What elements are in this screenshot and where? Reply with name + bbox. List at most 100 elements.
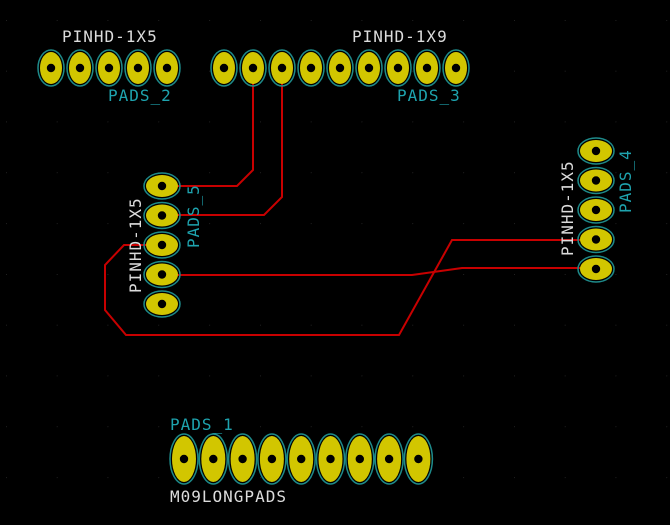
pad-3[interactable] <box>143 231 181 259</box>
drill-hole <box>157 240 167 250</box>
drill-hole <box>591 176 601 185</box>
pad-2[interactable] <box>239 49 267 87</box>
pad-7[interactable] <box>384 49 412 87</box>
pad-2[interactable] <box>66 49 94 87</box>
pad-outline <box>577 137 615 165</box>
footprint-pads-4[interactable]: PINHD-1X5 PADS_4 <box>558 137 635 283</box>
pad-outline <box>286 433 316 485</box>
pad-outline <box>153 49 181 87</box>
drill-hole <box>335 63 345 73</box>
track-1[interactable] <box>162 68 254 187</box>
pad-3[interactable] <box>95 49 123 87</box>
pad-outline <box>297 49 325 87</box>
pad-3[interactable] <box>268 49 296 87</box>
track-3[interactable] <box>104 239 597 336</box>
drill-hole <box>157 299 167 309</box>
footprint-pads-5[interactable]: PINHD-1X5 PADS_5 <box>126 172 203 318</box>
pad-outline <box>210 49 238 87</box>
pad-1[interactable] <box>143 172 181 200</box>
pad-6[interactable] <box>315 433 346 485</box>
drill-hole <box>75 63 85 73</box>
pad-outline <box>355 49 383 87</box>
pad-4[interactable] <box>577 225 615 254</box>
pad-8[interactable] <box>413 49 441 87</box>
pad-2[interactable] <box>143 201 181 230</box>
footprint-reference-label: PADS_4 <box>616 149 635 213</box>
pad-outline <box>143 172 181 200</box>
pad-outline <box>442 49 470 87</box>
footprint-pads-3[interactable]: PINHD-1X9 PADS_3 <box>210 27 470 105</box>
pad-outline <box>577 225 615 254</box>
drill-hole <box>209 454 218 464</box>
track-layer <box>104 68 597 336</box>
pad-outline <box>384 49 412 87</box>
footprint-value-label: PINHD-1X5 <box>126 197 145 293</box>
pad-row <box>143 172 181 318</box>
drill-hole <box>157 211 167 220</box>
drill-hole <box>238 454 247 464</box>
pad-outline <box>326 49 354 87</box>
pad-5[interactable] <box>143 290 181 318</box>
footprint-reference-label: PADS_1 <box>170 415 234 434</box>
pad-3[interactable] <box>577 196 615 224</box>
drill-hole <box>364 63 374 73</box>
pad-outline <box>345 433 375 485</box>
pad-8[interactable] <box>374 433 404 485</box>
drill-hole <box>219 63 229 73</box>
drill-hole <box>355 454 364 464</box>
pad-3[interactable] <box>227 433 258 485</box>
pad-4[interactable] <box>257 433 287 485</box>
pad-1[interactable] <box>210 49 238 87</box>
footprint-value-label: PINHD-1X5 <box>558 160 577 256</box>
footprint-pads-1[interactable]: PADS_1 M09LONGPADS <box>169 415 434 506</box>
pad-outline <box>239 49 267 87</box>
footprint-value-label: PINHD-1X9 <box>352 27 448 46</box>
drill-hole <box>414 454 423 464</box>
pad-1[interactable] <box>169 433 199 485</box>
pad-9[interactable] <box>403 433 434 485</box>
pad-outline <box>169 433 199 485</box>
pad-1[interactable] <box>37 49 65 87</box>
drill-hole <box>104 63 114 73</box>
pad-1[interactable] <box>577 137 615 165</box>
pad-9[interactable] <box>442 49 470 87</box>
pad-outline <box>577 196 615 224</box>
drill-hole <box>306 63 316 73</box>
pad-outline <box>403 433 434 485</box>
drill-hole <box>422 63 432 73</box>
pad-outline <box>143 231 181 259</box>
pad-4[interactable] <box>124 49 152 87</box>
footprint-pads-2[interactable]: PINHD-1X5 PADS_2 <box>37 27 181 105</box>
drill-hole <box>277 63 287 73</box>
drill-hole <box>591 146 601 156</box>
pad-5[interactable] <box>153 49 181 87</box>
pad-4[interactable] <box>297 49 325 87</box>
pad-2[interactable] <box>577 166 615 195</box>
pad-4[interactable] <box>143 260 181 289</box>
pad-row <box>169 433 434 485</box>
drill-hole <box>248 63 258 73</box>
drill-hole <box>393 63 403 73</box>
track-2[interactable] <box>162 68 283 216</box>
pad-outline <box>374 433 404 485</box>
pad-outline <box>413 49 441 87</box>
pad-outline <box>577 166 615 195</box>
pad-2[interactable] <box>198 433 229 485</box>
pad-5[interactable] <box>286 433 316 485</box>
track-4[interactable] <box>162 267 597 276</box>
pad-6[interactable] <box>355 49 383 87</box>
pad-7[interactable] <box>345 433 375 485</box>
pad-outline <box>577 255 615 283</box>
pad-5[interactable] <box>326 49 354 87</box>
pad-row <box>577 137 615 283</box>
drill-hole <box>179 454 189 464</box>
pad-outline <box>124 49 152 87</box>
drill-hole <box>591 205 601 215</box>
pad-row <box>210 49 470 87</box>
drill-hole <box>451 63 461 73</box>
footprint-reference-label: PADS_3 <box>397 86 461 105</box>
pad-outline <box>143 290 181 318</box>
drill-hole <box>267 454 277 464</box>
pad-5[interactable] <box>577 255 615 283</box>
